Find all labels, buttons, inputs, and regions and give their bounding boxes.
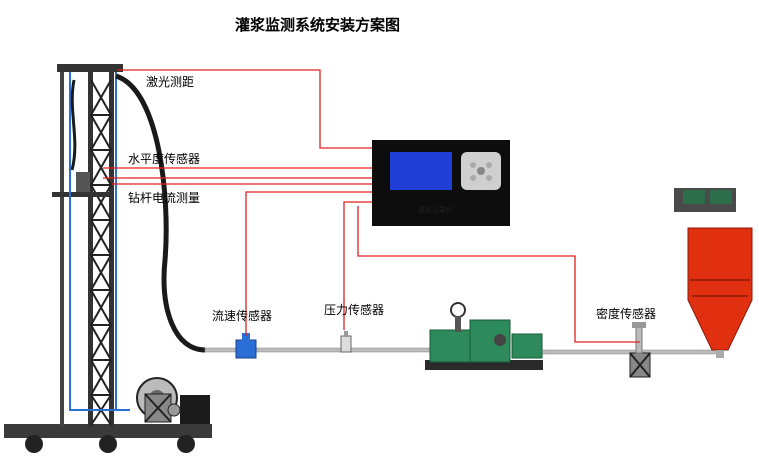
hanging-cable (70, 79, 77, 171)
slurry-hose (115, 73, 206, 353)
grout-recorder: 灌浆记录仪 (372, 140, 510, 226)
drill-tower (52, 64, 123, 427)
label-flow-sensor: 流速传感器 (212, 308, 272, 323)
recorder-screen (390, 152, 452, 190)
signal-wires (103, 69, 640, 343)
winch-unit (136, 377, 210, 424)
mixing-tank (674, 188, 753, 358)
diagram-title: 灌浆监测系统安装方案图 (235, 16, 400, 34)
pressure-sensor (340, 331, 352, 353)
flow-sensor (235, 333, 257, 359)
label-rod-current: 钻杆电流测量 (128, 190, 200, 205)
drill-rod-line (69, 72, 130, 411)
label-laser-rangefinder: 激光测距 (146, 75, 194, 89)
grout-pump (425, 302, 543, 370)
recorder-caption: 灌浆记录仪 (418, 205, 453, 214)
ground-platform (4, 424, 212, 453)
label-pressure-sensor: 压力传感器 (324, 302, 384, 317)
label-density-sensor: 密度传感器 (596, 306, 656, 321)
label-level-sensor: 水平度传感器 (128, 151, 200, 166)
density-sensor (629, 322, 651, 378)
